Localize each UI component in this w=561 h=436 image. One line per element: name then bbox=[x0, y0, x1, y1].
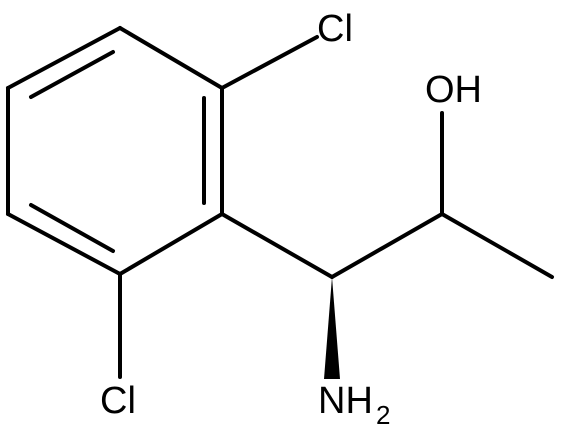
ring-inner-line-bottom-left bbox=[29, 203, 115, 253]
ring-bond-bottom-right bbox=[118, 212, 224, 276]
bond-chiral-carbon-to-secondary-carbon bbox=[330, 212, 444, 279]
bond-group bbox=[6, 26, 554, 379]
ring-bond-top-left bbox=[6, 26, 122, 90]
bond-ring-to-chiral-carbon bbox=[220, 212, 334, 279]
upper-chlorine-label: Cl bbox=[317, 8, 353, 50]
amine-label: NH bbox=[318, 380, 373, 422]
amine-subscript-label: 2 bbox=[376, 400, 390, 430]
wedge-bond-to-amine bbox=[324, 277, 340, 379]
ring-bond-bottom-left bbox=[6, 212, 122, 276]
ring-inner-line-top-left bbox=[29, 50, 115, 99]
lower-chlorine-label: Cl bbox=[100, 380, 136, 422]
ring-bond-top-right bbox=[118, 26, 224, 90]
bond-to-methyl bbox=[440, 212, 554, 279]
bond-to-upper-chlorine bbox=[220, 35, 319, 90]
hydroxyl-label: OH bbox=[425, 69, 482, 111]
